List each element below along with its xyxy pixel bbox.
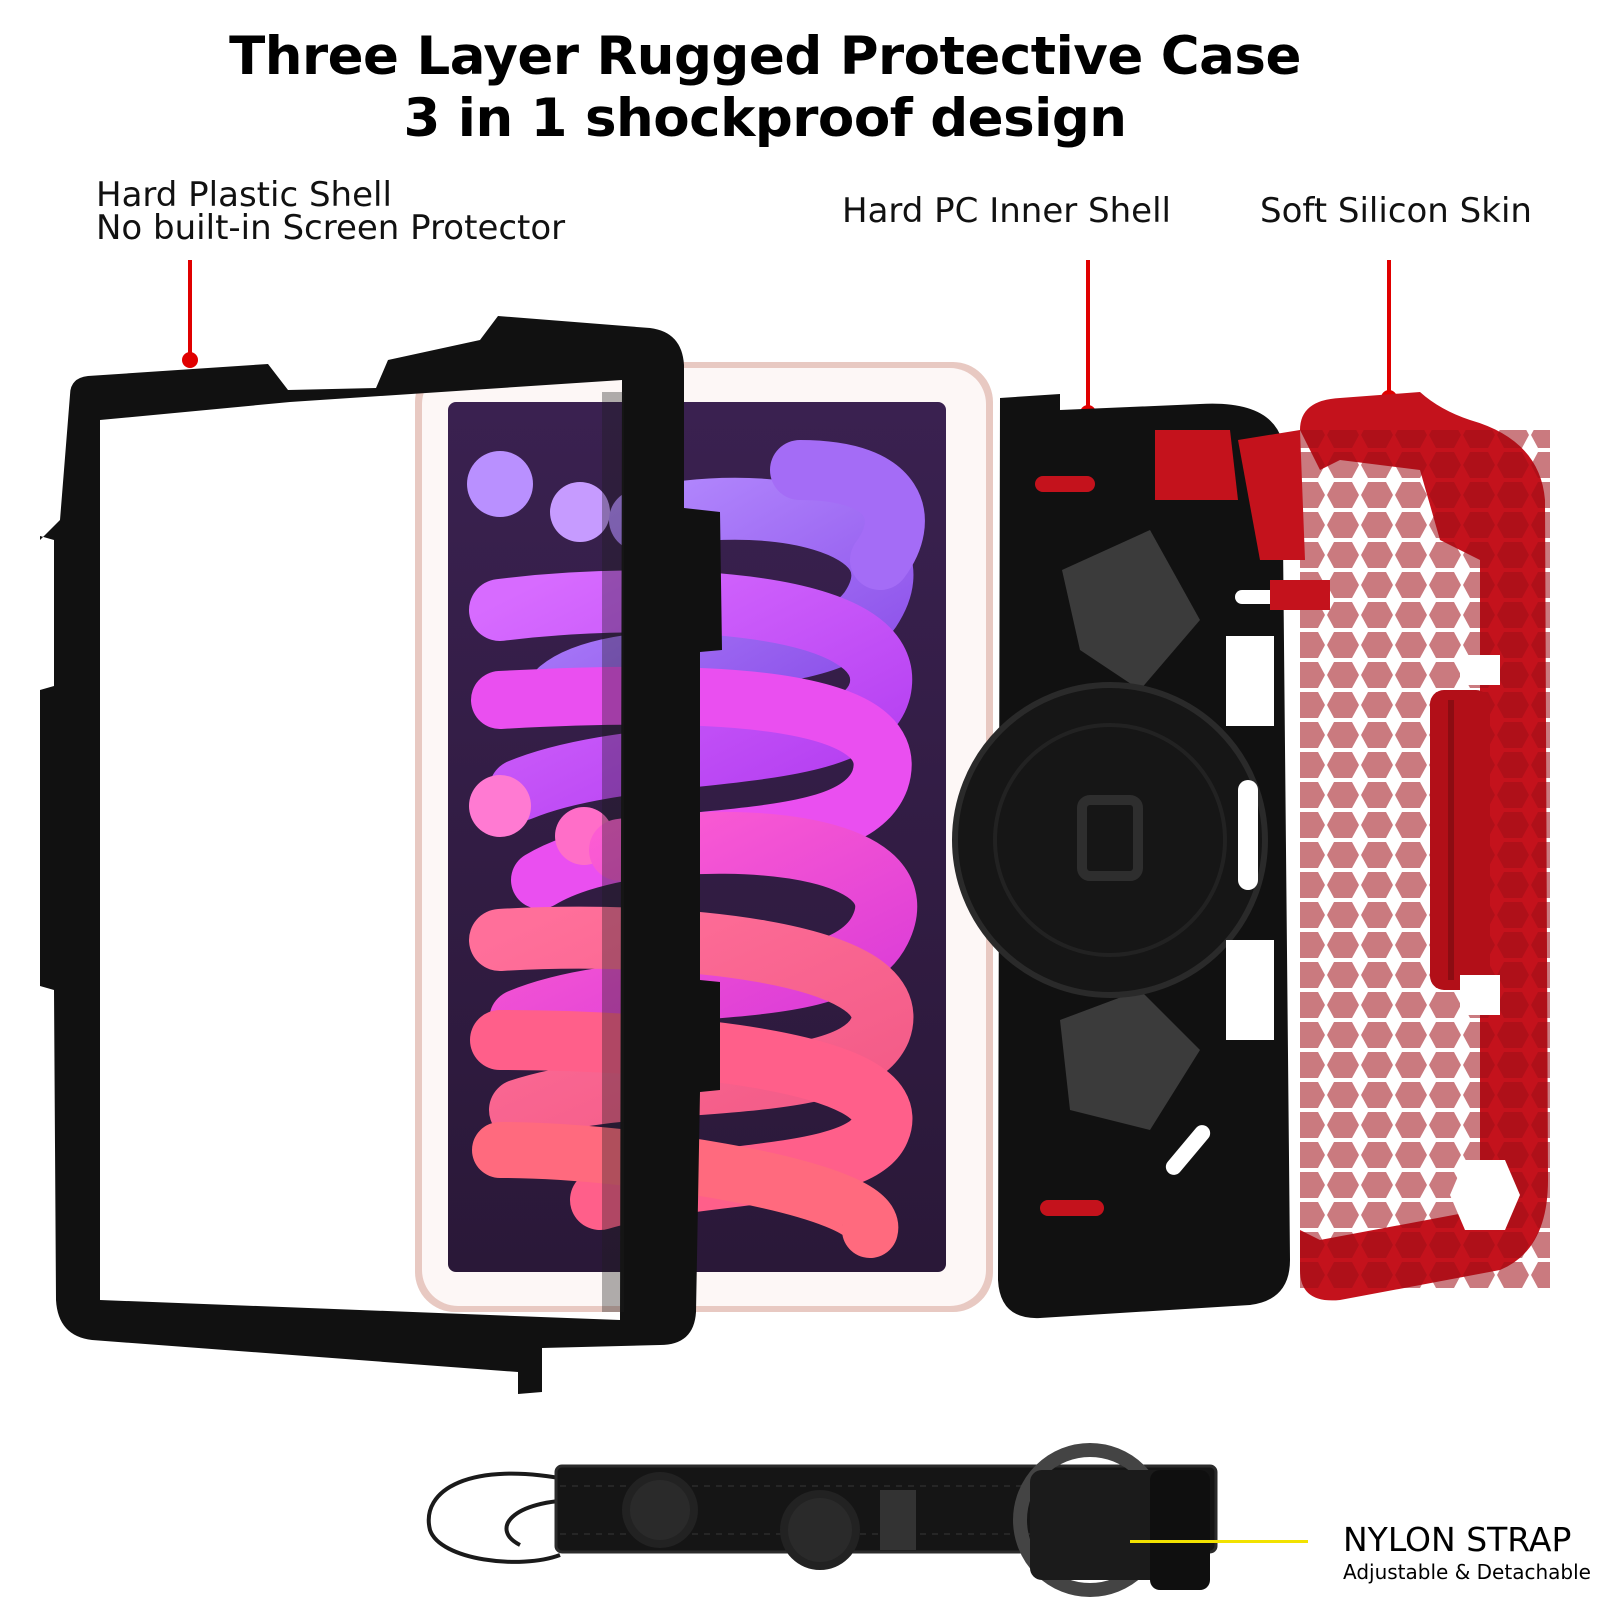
strap-title: NYLON STRAP (1343, 1520, 1572, 1559)
callout-line-pc (1086, 260, 1090, 410)
label-no-screen-protector: No built-in Screen Protector (96, 208, 566, 248)
headline-subtitle: 3 in 1 shockproof design (403, 88, 1127, 149)
callout-dot-plastic (182, 352, 198, 368)
tablet-device (415, 362, 993, 1312)
callout-line-plastic (188, 260, 192, 358)
label-silicon-skin: Soft Silicon Skin (1260, 191, 1532, 231)
strap-subtitle: Adjustable & Detachable (1343, 1560, 1591, 1584)
label-pc-inner-shell: Hard PC Inner Shell (842, 191, 1171, 231)
headline-title: Three Layer Rugged Protective Case (229, 26, 1301, 87)
strap-pointer-line (1130, 1540, 1308, 1543)
hard-pc-inner-shell (952, 394, 1290, 1319)
hard-plastic-shell (40, 316, 722, 1394)
soft-silicon-skin (1155, 392, 1550, 1301)
nylon-strap (426, 1443, 1218, 1597)
callout-line-silicon (1387, 260, 1391, 396)
label-plastic-shell: Hard Plastic Shell (96, 175, 392, 215)
